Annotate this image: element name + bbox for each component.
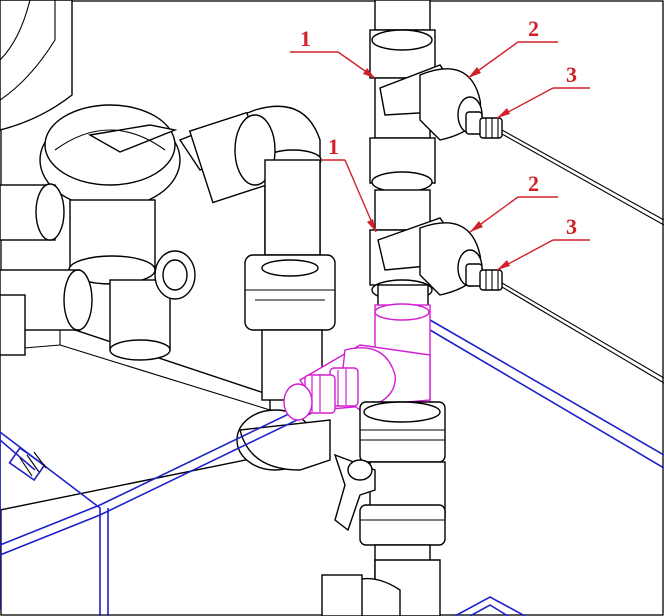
callout-3-bottom-label: 3 <box>566 214 577 239</box>
lower-tee-branch <box>377 217 503 296</box>
callout-1-top: 1 <box>290 26 376 79</box>
callout-1-middle: 1 <box>322 134 377 233</box>
callout-2-top: 2 <box>467 16 558 79</box>
multiport-valve <box>39 104 181 361</box>
filter-tank-body <box>0 0 73 131</box>
callout-2-bottom-label: 2 <box>528 171 539 196</box>
left-pipe-stubs <box>0 183 93 356</box>
upper-sensor-cable <box>501 129 664 226</box>
callout-3-bottom: 3 <box>496 214 590 271</box>
callout-2-top-label: 2 <box>528 16 539 41</box>
callout-1-top-label: 1 <box>300 26 311 51</box>
ball-valve-assembly <box>333 401 446 546</box>
blue-cable-connector <box>0 439 47 482</box>
middle-riser-pipe <box>236 159 336 471</box>
callout-3-top: 3 <box>496 62 590 119</box>
callout-3-top-label: 3 <box>566 62 577 87</box>
callout-2-bottom: 2 <box>469 171 558 233</box>
highlighted-tee-fitting <box>283 303 431 421</box>
upper-tee-branch <box>379 64 503 141</box>
bottom-elbow-pipe <box>321 544 441 616</box>
valve-side-port <box>154 250 196 300</box>
callout-1-middle-label: 1 <box>328 134 339 159</box>
lower-sensor-cable <box>501 282 664 384</box>
